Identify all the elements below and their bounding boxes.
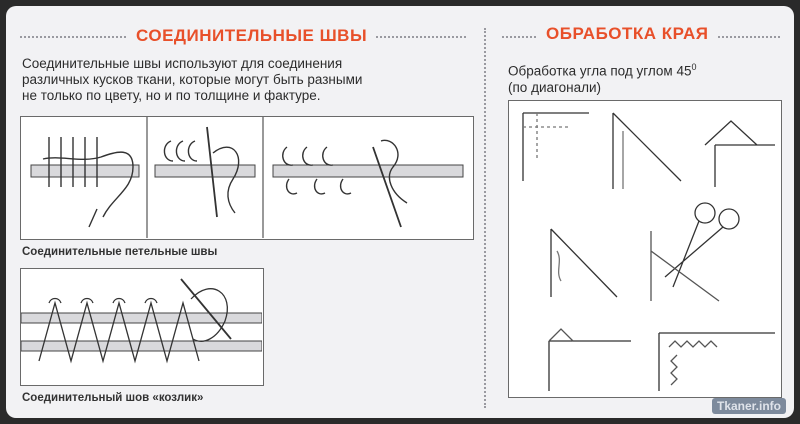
description-line: Соединительные швы используют для соедин…: [22, 56, 343, 71]
kozlik-stitch-drawing: [21, 278, 262, 364]
left-section-title: СОЕДИНИТЕЛЬНЫЕ ШВЫ: [128, 26, 376, 46]
description-line: Обработка угла под углом 450: [508, 62, 697, 79]
description-line: различных кусков ткани, которые могут бы…: [22, 72, 363, 87]
kozlik-stitch-illustration: [20, 268, 264, 386]
watermark-badge: Tkaner.info: [711, 398, 786, 414]
section-divider: [484, 28, 486, 408]
degree-mark: 0: [691, 62, 697, 72]
kozlik-stitch-caption: Соединительный шов «козлик»: [22, 392, 204, 404]
corner-processing-illustration: [508, 100, 782, 398]
right-section-title: ОБРАБОТКА КРАЯ: [538, 24, 717, 44]
corner-processing-drawing: [522, 112, 775, 391]
left-description: Соединительные швы используют для соедин…: [22, 56, 362, 104]
loop-stitch-caption: Соединительные петельные швы: [22, 246, 218, 258]
description-line: не только по цвету, но и по толщине и фа…: [22, 88, 321, 103]
loop-stitch-illustration: [20, 116, 474, 240]
loop-stitch-drawing: [30, 117, 464, 238]
instruction-page: СОЕДИНИТЕЛЬНЫЕ ШВЫ ОБРАБОТКА КРАЯ Соедин…: [6, 6, 794, 418]
description-line: (по диагонали): [508, 79, 602, 95]
right-description: Обработка угла под углом 450 (по диагона…: [508, 59, 696, 96]
